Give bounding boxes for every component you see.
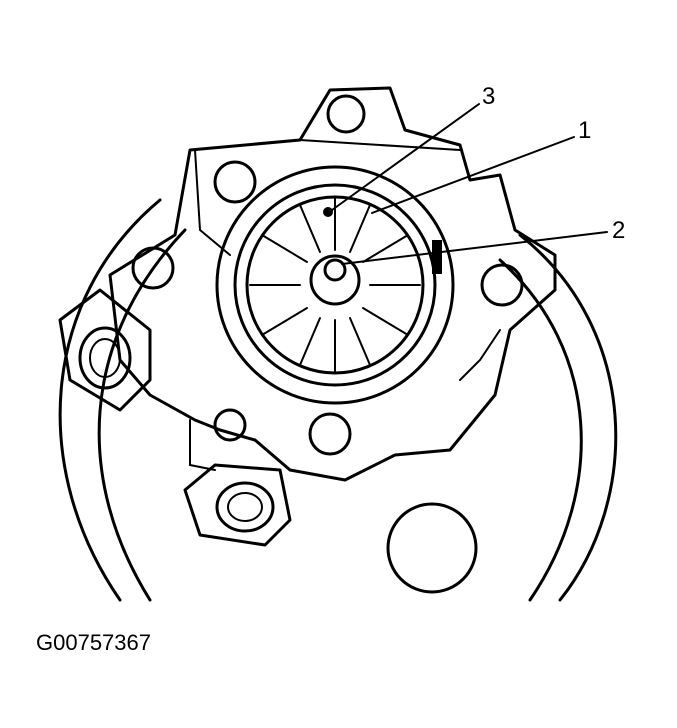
callout-3: 3 [482,83,495,110]
bolt-hole-right [480,263,524,307]
bolt-hole-lower-left [213,408,247,442]
pin [432,240,442,274]
figure-id: G00757367 [36,630,151,655]
bolt-hole-top [326,94,366,134]
bolt-hole-upper-left [213,160,257,204]
bolt-hole-left [131,246,175,290]
leader-3 [331,103,480,211]
housing-outer-ring [58,198,618,602]
leader-1 [371,136,575,214]
rotor [245,195,442,375]
pump-body [108,86,557,482]
leader-2 [341,231,608,265]
bolt-holes [131,94,524,456]
rotor-dot [323,207,333,217]
leader-lines [331,103,608,265]
callout-1: 1 [578,117,591,144]
lower-opening [386,502,478,594]
bolt-hole-bottom [308,412,352,456]
cover-bore [215,165,455,405]
lower-port [183,463,292,547]
side-port [58,288,152,412]
callout-2: 2 [612,217,625,244]
shaft-nut [323,258,347,282]
rotor-hub [309,254,361,306]
